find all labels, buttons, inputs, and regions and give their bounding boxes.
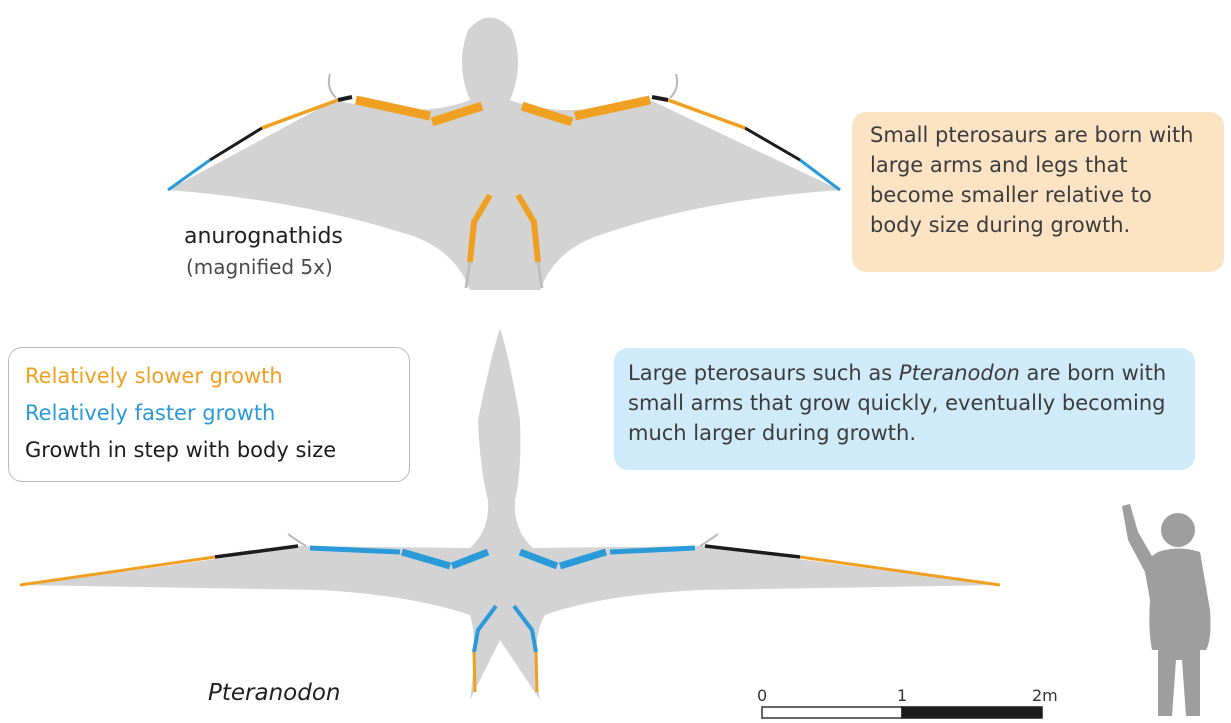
legend-in-step-growth: Growth in step with body size [25, 432, 395, 469]
scale-tick-0: 0 [757, 686, 767, 705]
ptera-right-claw [700, 534, 718, 546]
scale-bar [762, 707, 1042, 718]
legend-faster-growth: Relatively faster growth [25, 395, 395, 432]
anuro-right-metacarpal [652, 97, 668, 100]
magnification-note: (magnified 5x) [186, 252, 343, 282]
large-pterosaurs-callout: Large pterosaurs such as Pteranodon are … [614, 348, 1195, 470]
growth-legend: Relatively slower growth Relatively fast… [8, 347, 410, 482]
scale-bar-black-segment [902, 707, 1042, 718]
large-callout-italic: Pteranodon [899, 361, 1020, 385]
anurognathids-name: anurognathids [184, 224, 343, 249]
scale-bar-white-segment [762, 707, 902, 718]
pteranodon-label: Pteranodon [208, 680, 341, 706]
ptera-right-leg-lower [536, 652, 537, 692]
legend-slower-growth: Relatively slower growth [25, 358, 395, 395]
large-callout-text-before: Large pterosaurs such as [628, 361, 899, 385]
scale-tick-1: 1 [897, 686, 907, 705]
ptera-left-leg-lower [474, 652, 475, 692]
anuro-left-claw [329, 74, 336, 98]
anurognathids-label: anurognathids (magnified 5x) [184, 222, 343, 282]
anuro-right-claw [670, 74, 677, 98]
anuro-left-metacarpal [338, 97, 352, 100]
human-silhouette-icon [1122, 504, 1211, 716]
scale-tick-2m: 2m [1032, 686, 1058, 705]
small-pterosaurs-callout: Small pterosaurs are born with large arm… [852, 112, 1224, 272]
ptera-left-claw [288, 534, 306, 546]
